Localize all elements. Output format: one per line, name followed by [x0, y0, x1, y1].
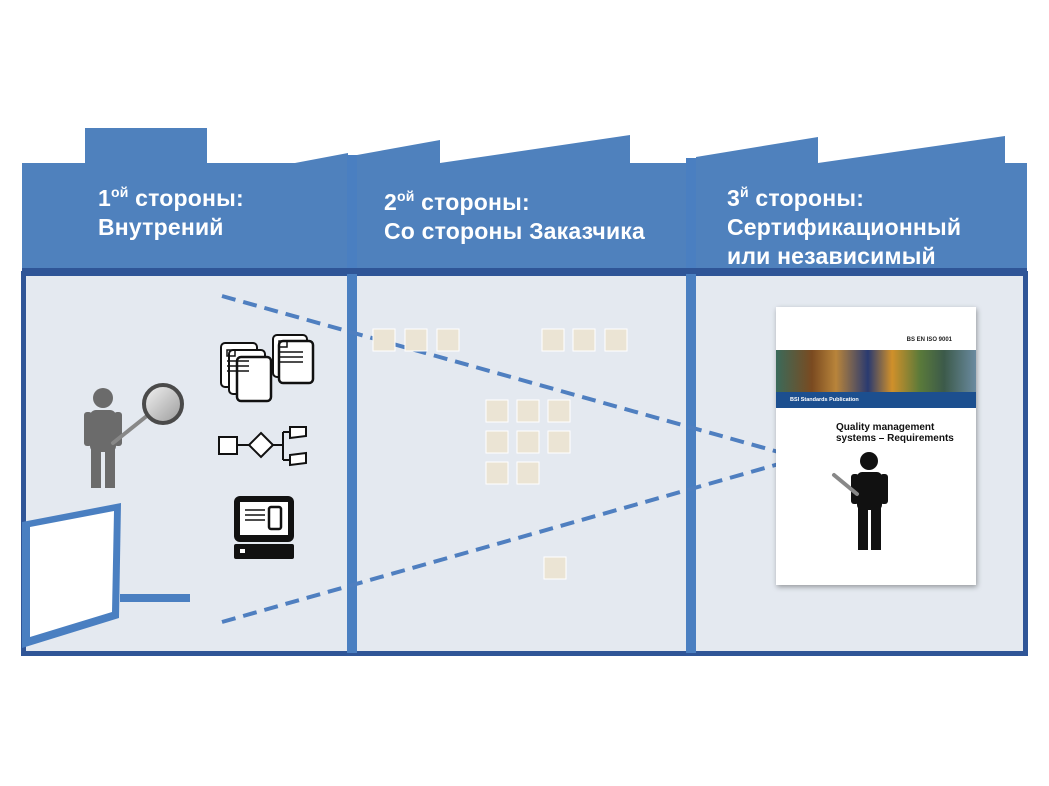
- tile: [547, 430, 571, 454]
- header-panel-2: [357, 135, 686, 272]
- dashed-line-top: [221, 294, 801, 460]
- divider-1: [347, 155, 357, 653]
- computer-icon: [234, 496, 294, 559]
- tile: [485, 430, 509, 454]
- tile: [543, 556, 567, 580]
- magnifier-icon: [111, 383, 184, 445]
- standard-publication: BSI Standards Publication: [776, 392, 976, 408]
- tile: [547, 399, 571, 423]
- documents-icon: [220, 334, 315, 403]
- tile: [372, 328, 396, 352]
- dashed-line-bottom: [221, 456, 801, 624]
- person-gray-icon: [84, 388, 122, 488]
- tile: [516, 430, 540, 454]
- standard-code: BS EN ISO 9001: [906, 337, 952, 343]
- panel-1-label: 1ой стороны: Внутрений: [98, 184, 244, 240]
- standard-title-line2: systems – Requirements: [836, 433, 954, 444]
- panel-3-label: 3й стороны: Сертификационный или независ…: [727, 184, 962, 269]
- panel-2-label: 2ой стороны: Со стороны Заказчика: [384, 188, 646, 244]
- tile: [572, 328, 596, 352]
- standard-title-line1: Quality management: [836, 422, 935, 433]
- tile: [436, 328, 460, 352]
- tile: [485, 461, 509, 485]
- tile: [485, 399, 509, 423]
- tiles-group: [372, 328, 628, 580]
- flowchart-icon: [218, 426, 307, 467]
- header-panel-1: [22, 128, 348, 272]
- tile: [516, 461, 540, 485]
- frame-top-bar: [22, 268, 1027, 274]
- cover-photo-band: [776, 350, 976, 392]
- header-panel-3: [696, 136, 1027, 272]
- divider-2: [686, 158, 696, 653]
- standard-book-icon: BS EN ISO 9001 BSI Standards Publication…: [776, 307, 976, 585]
- board-icon: [22, 503, 190, 648]
- tile: [516, 399, 540, 423]
- tile: [404, 328, 428, 352]
- tile: [604, 328, 628, 352]
- tile: [541, 328, 565, 352]
